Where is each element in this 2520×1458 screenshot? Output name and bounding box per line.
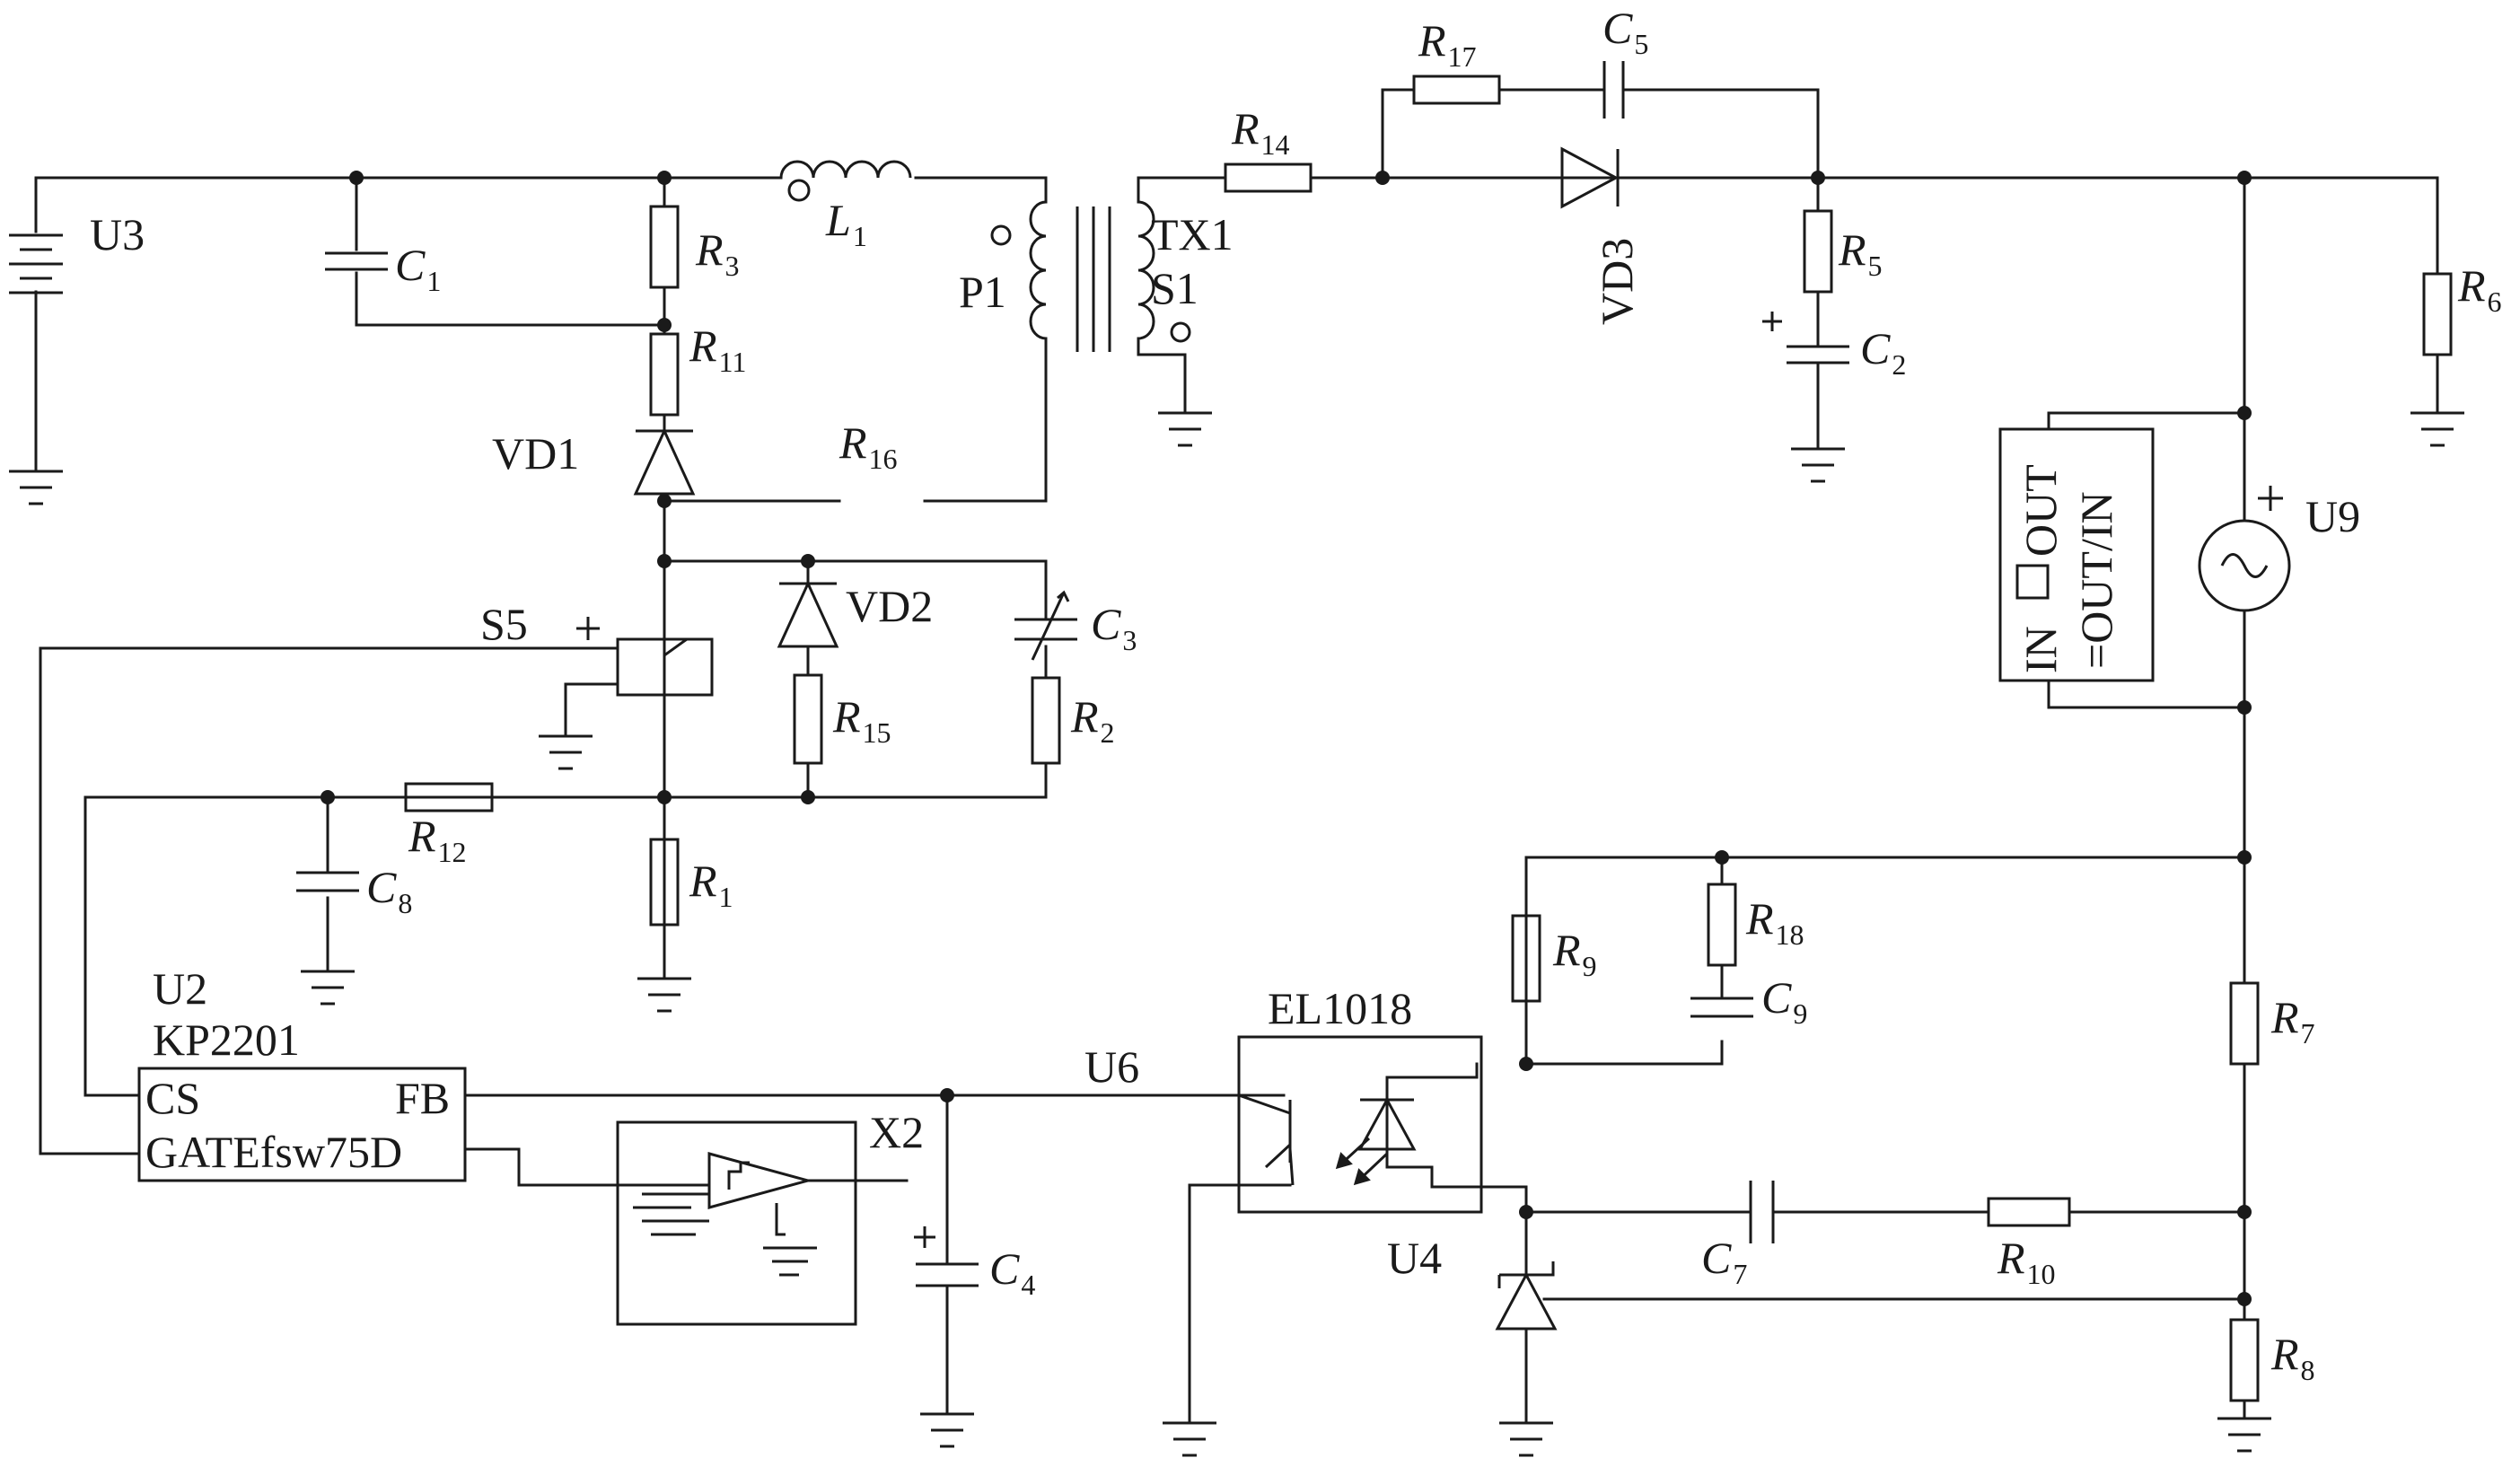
resistor-r15 [793, 673, 823, 765]
label-r10: R10 [1997, 1233, 2056, 1290]
capacitor-c3 [1014, 590, 1077, 661]
label-u4: U4 [1387, 1233, 1442, 1283]
label-x2: X2 [869, 1107, 924, 1157]
label-u2-part: KP2201 [153, 1014, 300, 1065]
capacitor-c8 [296, 871, 359, 892]
junction-dots [320, 171, 2252, 1306]
label-c4: C4 [989, 1243, 1035, 1301]
label-u3: U3 [90, 209, 145, 259]
label-c3: C3 [1091, 599, 1137, 656]
resistor-r5 [1803, 209, 1833, 294]
label-el1018: EL1018 [1268, 983, 1412, 1033]
label-c7: C7 [1701, 1233, 1747, 1290]
resistor-r10 [1987, 1197, 2071, 1227]
label-c2: C2 [1860, 323, 1906, 381]
label-r11: R11 [689, 321, 746, 378]
label-vd2: VD2 [846, 581, 933, 631]
label-r15: R15 [832, 691, 891, 749]
pin-fb: FB [395, 1073, 450, 1123]
label-vd3: VD3 [1592, 238, 1642, 325]
transformer-secondary-s1 [1137, 200, 1191, 355]
label-tx1: TX1 [1151, 209, 1234, 259]
resistor-r17 [1412, 75, 1501, 105]
label-u6: U6 [1084, 1041, 1139, 1092]
label-r5: R5 [1838, 224, 1883, 282]
resistor-r18 [1707, 883, 1737, 967]
label-r16: R16 [839, 417, 898, 475]
inductor-l1 [779, 160, 912, 202]
diode-vd1 [633, 427, 696, 496]
label-r18: R18 [1745, 893, 1804, 951]
label-vd1: VD1 [492, 428, 579, 479]
label-r1: R1 [689, 856, 733, 913]
label-r14: R14 [1231, 103, 1290, 161]
label-u9: U9 [2305, 491, 2360, 541]
io-label-in: IN [2015, 626, 2066, 673]
io-label-out-in: =OUT/IN [2071, 491, 2121, 669]
resistor-r9 [1511, 914, 1541, 1003]
resistor-r2 [1031, 676, 1061, 765]
capacitor-c1 [325, 251, 388, 271]
label-r6: R6 [2457, 260, 2502, 318]
label-s1: S1 [1151, 263, 1199, 313]
label-c5: C5 [1602, 3, 1648, 60]
label-p1: P1 [959, 267, 1006, 317]
label-r17: R17 [1418, 15, 1477, 73]
label-c8: C8 [366, 862, 412, 919]
resistor-r7 [2229, 981, 2260, 1066]
ground-symbols [9, 411, 2464, 1457]
battery-u3 [9, 233, 63, 294]
labels: U3 C1 R3 L1 P1 TX1 S1 R14 R17 C5 VD3 R5 … [90, 3, 2502, 1386]
resistor-r11 [649, 332, 680, 417]
ic-u2-body [137, 1067, 467, 1182]
resistor-r14 [1224, 162, 1313, 193]
optocoupler-u4 [1237, 1035, 1483, 1214]
label-c1: C1 [395, 240, 441, 297]
capacitor-c4 [914, 1226, 979, 1287]
diode-vd3 [1560, 146, 1620, 209]
label-c9: C9 [1761, 972, 1807, 1030]
label-u2: U2 [153, 963, 207, 1014]
pin-cs: CS [145, 1073, 200, 1123]
ac-source-u9 [2198, 486, 2291, 612]
resistor-r12 [404, 782, 494, 812]
capacitor-c2 [1762, 312, 1849, 364]
zener-diode [1495, 1261, 1558, 1331]
label-r12: R12 [408, 811, 467, 868]
resistor-r3 [649, 205, 680, 289]
label-s5: S5 [480, 599, 528, 649]
io-block [1998, 413, 2155, 707]
capacitor-c5 [1602, 61, 1625, 119]
switch-s5 [576, 617, 714, 718]
io-label-out: OUT [2015, 464, 2066, 557]
capacitor-c9 [1690, 997, 1753, 1018]
comparator-block-x2 [616, 1120, 857, 1326]
label-r3: R3 [695, 224, 740, 282]
capacitor-c7 [1749, 1181, 1775, 1243]
label-r7: R7 [2270, 992, 2315, 1050]
label-l1: L1 [825, 195, 867, 252]
pin-gate: GATEfsw75D [145, 1127, 402, 1177]
label-r8: R8 [2270, 1329, 2315, 1386]
wires [34, 88, 2439, 1425]
diode-vd2 [777, 580, 839, 648]
resistor-r8 [2229, 1318, 2260, 1402]
resistor-r1 [649, 838, 680, 927]
resistor-r6 [2422, 272, 2453, 356]
transformer-core [1076, 206, 1111, 352]
label-r9: R9 [1552, 925, 1597, 982]
transformer-primary-p1 [990, 176, 1048, 368]
label-r2: R2 [1070, 691, 1115, 749]
